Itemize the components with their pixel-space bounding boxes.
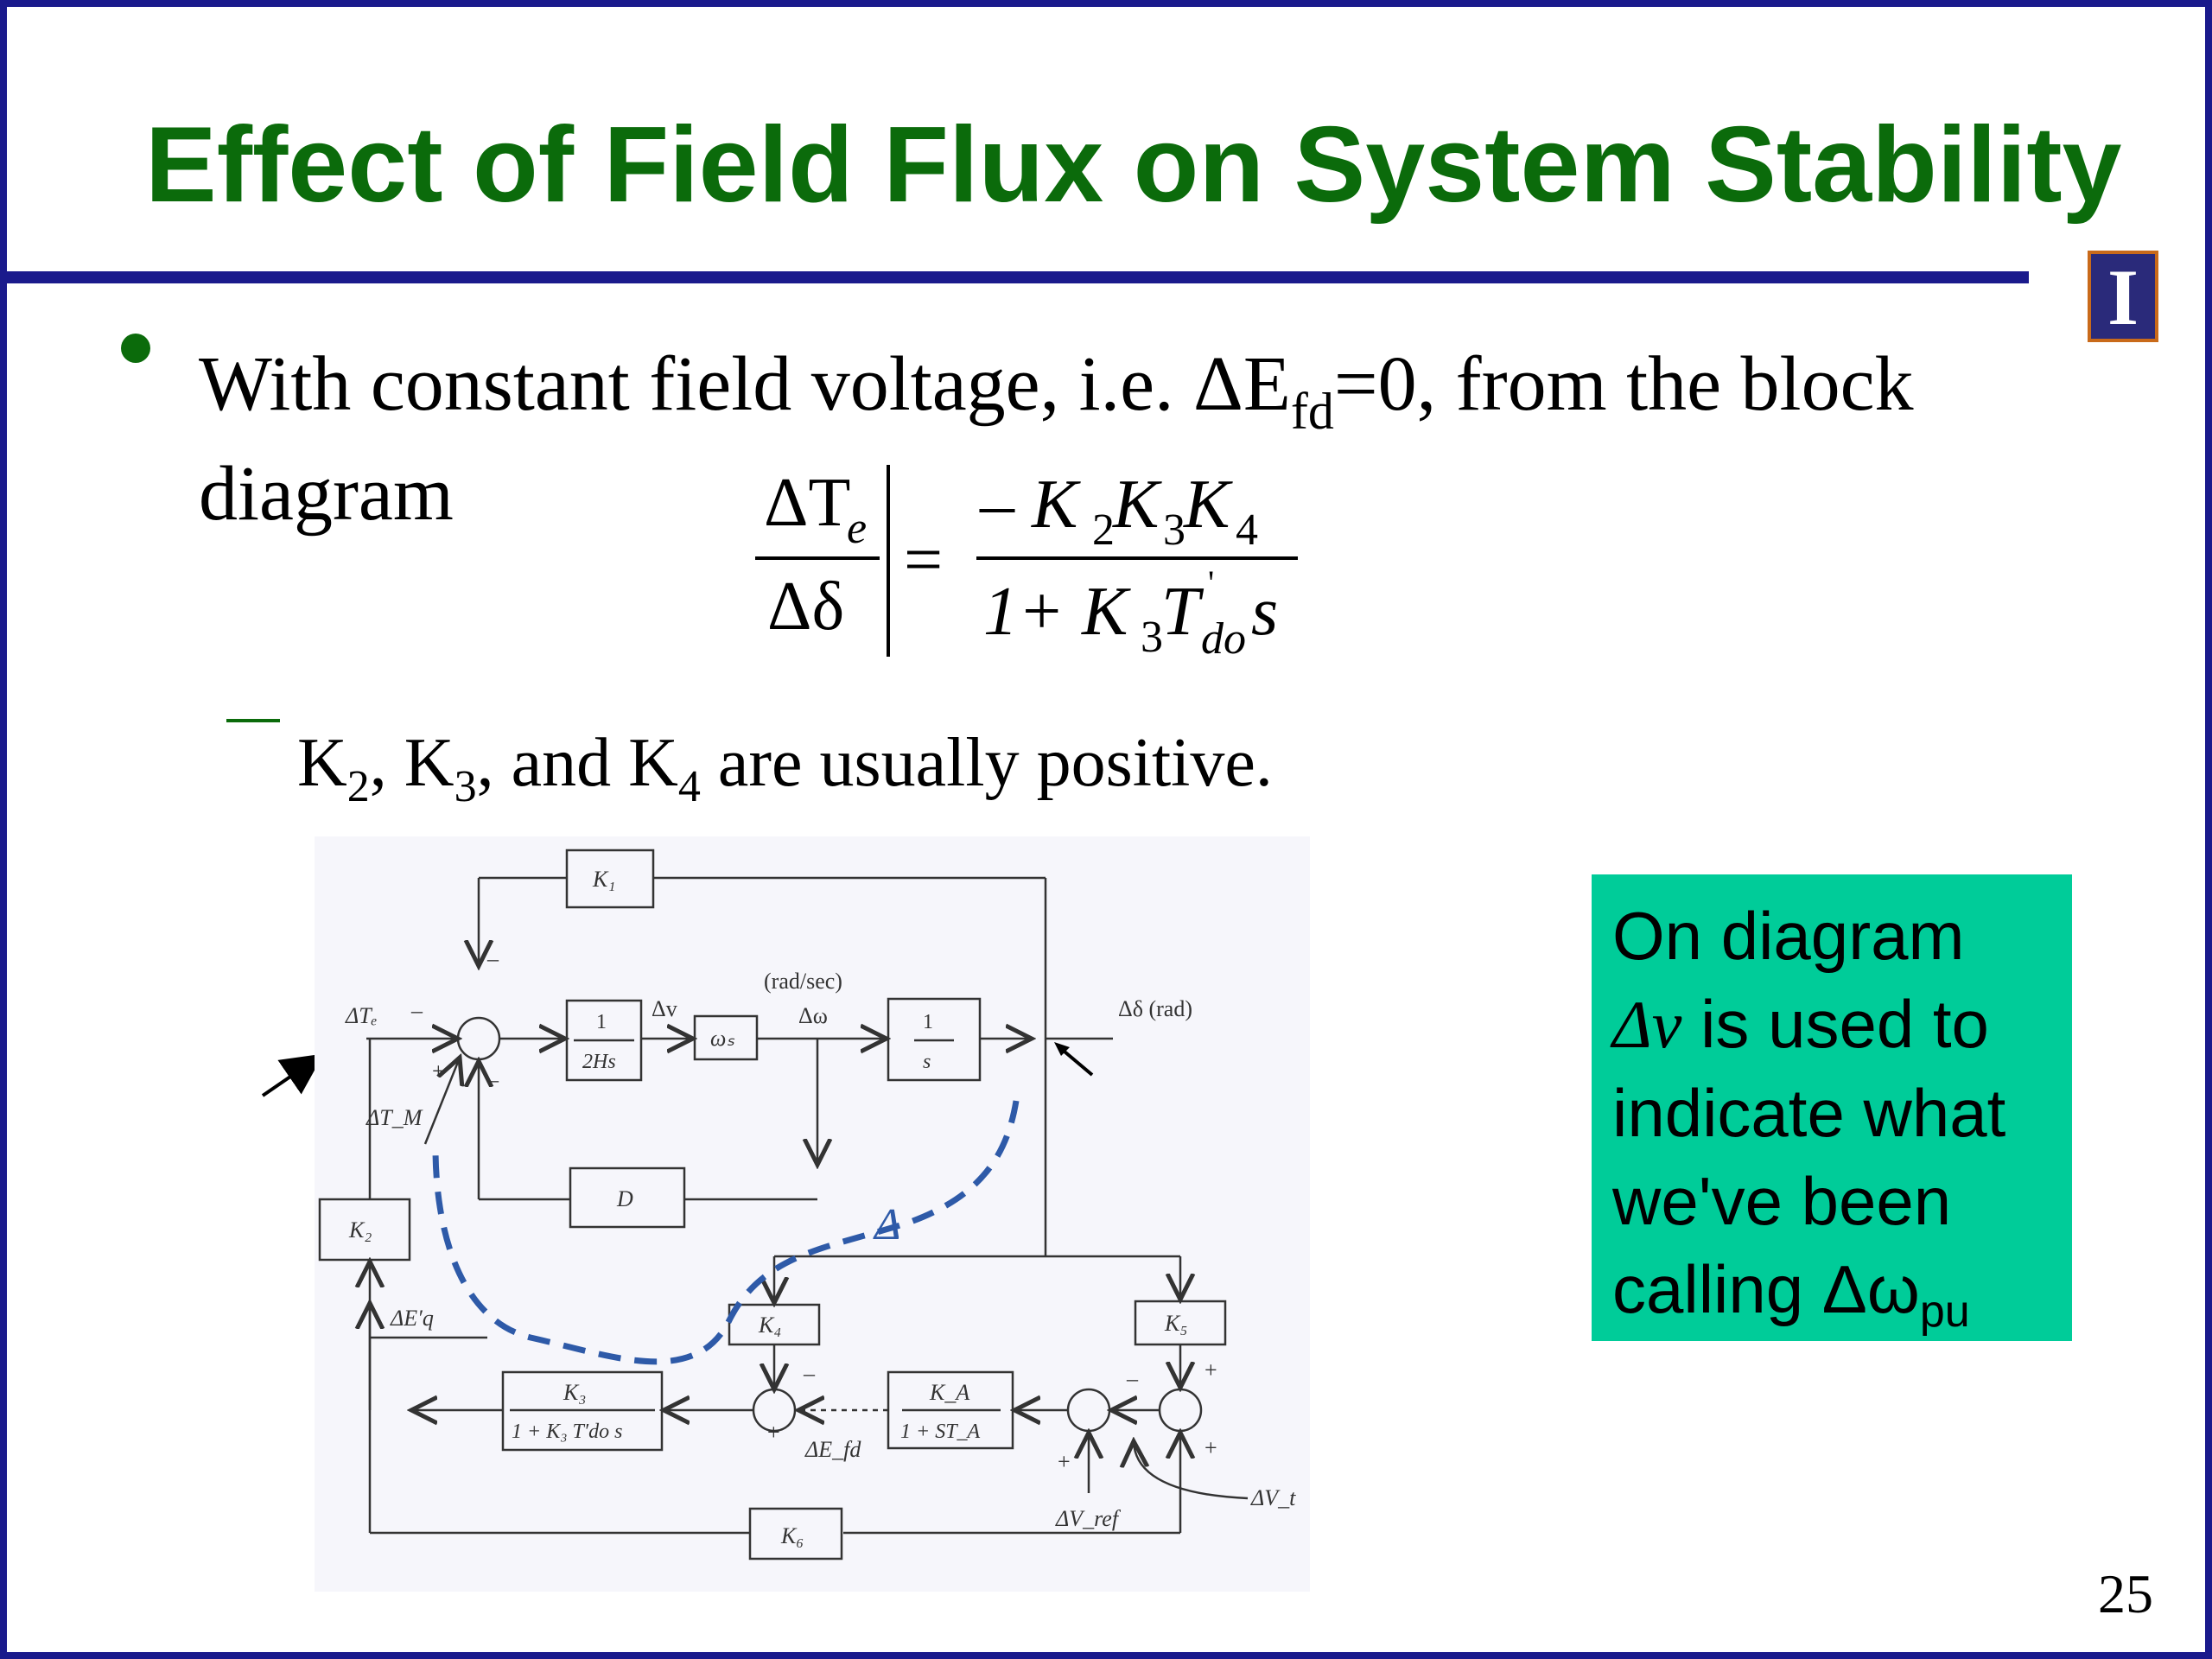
formula-k4: K [1183, 467, 1233, 543]
label-k3-den: 1 + K₃ T′do s [512, 1421, 622, 1443]
formula-k3: K [1112, 467, 1162, 543]
formula-sub-2: 2 [1092, 505, 1115, 555]
formula-num-left: ΔT [764, 465, 850, 541]
bullet-text-a: With constant field voltage, i.e. ΔE [199, 341, 1291, 427]
formula-prime: ' [1208, 563, 1214, 602]
label-vt: ΔV_t [1250, 1485, 1296, 1510]
left-pointer-arrow-icon [261, 1053, 324, 1097]
annotation-delta: Δ [873, 1200, 901, 1249]
label-k5: K₅ [1164, 1311, 1187, 1336]
label-k1-minus: – [486, 946, 499, 971]
formula-num-right: – K [979, 467, 1081, 543]
handdrawn-dashed-loop [432, 1100, 1020, 1365]
note-line2-rest: is used to [1681, 986, 1989, 1062]
sub-bullet-dash-icon [226, 719, 280, 722]
label-rad-sec: (rad/sec) [764, 969, 842, 994]
label-k5-plus: + [1205, 1357, 1217, 1382]
bullet-dot-icon [121, 334, 150, 363]
label-2hs-num: 1 [596, 1011, 607, 1033]
formula-sub-3: 3 [1163, 505, 1185, 555]
label-2hs-den: 2Hs [582, 1051, 616, 1073]
university-logo-icon: I [2088, 251, 2158, 342]
label-dv: Δv [652, 996, 677, 1021]
note-line5-sub: pu [1919, 1287, 1970, 1337]
sub-k2: K [297, 725, 347, 801]
label-k2: K₂ [348, 1217, 372, 1243]
label-k4: K₄ [758, 1313, 781, 1338]
label-k3-num: K₃ [563, 1380, 586, 1405]
label-ws: ωₛ [710, 1026, 734, 1051]
formula-den-right: 1+ K [983, 574, 1131, 650]
transfer-function-formula: ΔT e Δδ = – K 2 K 3 K 4 1+ K 3 T ' do s [750, 456, 1320, 668]
sub-k2-sub: 2 [346, 762, 370, 811]
label-k1: K₁ [592, 867, 615, 892]
sum-junction-1 [456, 1016, 501, 1061]
block-diagram-svg: K₁ ΔTₑ – – + – ΔT_M 1 2Hs Δv ωₛ (rad/sec… [318, 849, 1296, 1560]
label-k6: K₆ [780, 1523, 804, 1548]
note-line2: Δv is used to [1612, 980, 2051, 1069]
note-line2-sym: Δv [1612, 987, 1682, 1062]
sub-k3: , K [369, 725, 454, 801]
formula-equals: = [904, 522, 943, 598]
bullet-sub-fd: fd [1290, 383, 1334, 440]
sub-rest: are usually positive. [700, 725, 1273, 801]
label-efd: ΔE_fd [804, 1437, 861, 1462]
label-ka-den: 1 + ST_A [900, 1421, 981, 1443]
label-vref: ΔV_ref [1055, 1506, 1122, 1531]
bullet-text-b: =0, from the block [1333, 341, 1914, 427]
note-box: On diagram Δv is used to indicate what w… [1592, 874, 2072, 1341]
formula-s: s [1251, 574, 1278, 650]
label-tm-plus: + [432, 1058, 445, 1084]
label-k3-plus: + [767, 1420, 780, 1445]
page-number: 25 [2098, 1563, 2153, 1624]
label-vt-plus: + [1205, 1435, 1217, 1460]
sum-junction-vref [1066, 1388, 1111, 1433]
sub-k4: , and K [476, 725, 678, 801]
title-rule [7, 271, 2029, 283]
block-diagram: K₁ ΔTₑ – – + – ΔT_M 1 2Hs Δv ωₛ (rad/sec… [315, 836, 1310, 1592]
formula-svg: ΔT e Δδ = – K 2 K 3 K 4 1+ K 3 T ' do s [755, 465, 1298, 664]
formula-T: T [1161, 574, 1205, 650]
label-d-minus: – [486, 1067, 499, 1092]
formula-den-sub-3: 3 [1141, 613, 1163, 662]
label-integ-den: s [923, 1051, 931, 1073]
label-vref-plus: + [1058, 1449, 1071, 1474]
label-eq: ΔE′q [390, 1306, 434, 1331]
formula-do: do [1201, 614, 1246, 664]
label-te: ΔTₑ [345, 1003, 378, 1028]
label-d: D [616, 1186, 633, 1211]
sum-junction-vt [1158, 1388, 1203, 1433]
label-ka-num: K_A [929, 1380, 969, 1405]
label-vt-minus: – [1126, 1366, 1139, 1391]
inv-2hs-block [565, 999, 643, 1082]
bullet-line2: diagram [199, 451, 454, 537]
sub-k4-sub: 4 [677, 762, 701, 811]
formula-num-left-sub: e [847, 504, 867, 553]
formula-sub-4: 4 [1236, 505, 1258, 555]
label-integ-num: 1 [923, 1011, 933, 1033]
sub-k3-sub: 3 [454, 762, 477, 811]
note-line1: On diagram [1612, 898, 1965, 974]
label-tm: ΔT_M [365, 1105, 423, 1130]
label-ddelta: Δδ (rad) [1118, 996, 1192, 1021]
sub-bullet-text: K2, K3, and K4 are usually positive. [297, 715, 1273, 819]
label-k4-minus: – [803, 1361, 816, 1386]
label-te-minus: – [410, 998, 423, 1023]
bullet-text: With constant field voltage, i.e. ΔEfd=0… [199, 334, 1914, 545]
note-line3: indicate what [1612, 1075, 2006, 1151]
label-dw: Δω [798, 1003, 828, 1028]
note-line5: calling Δωpu [1612, 1245, 2051, 1342]
note-line4: we've been [1612, 1163, 1952, 1239]
formula-den-left: Δδ [767, 569, 844, 645]
note-line5-text: calling Δω [1612, 1251, 1920, 1327]
slide-title: Effect of Field Flux on System Stability [145, 105, 2122, 225]
damping-block [569, 1166, 686, 1229]
